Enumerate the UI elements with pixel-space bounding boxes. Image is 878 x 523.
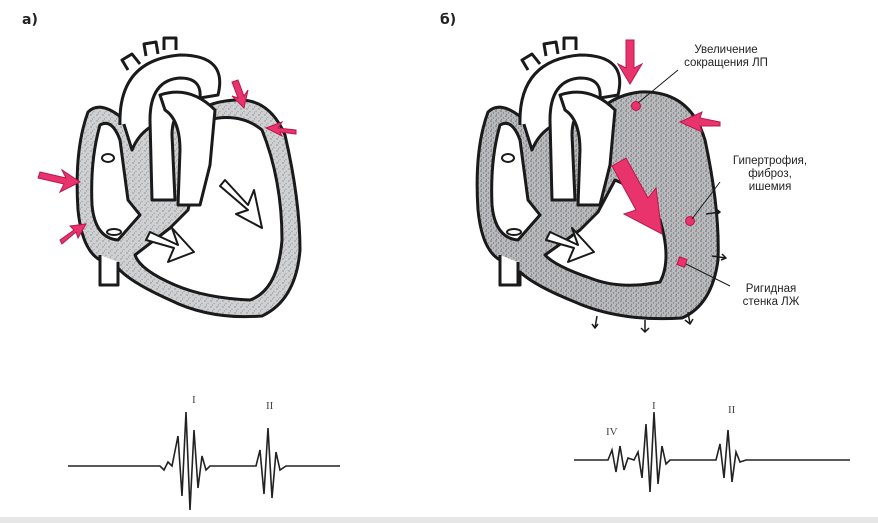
phonocardiogram-b xyxy=(574,412,850,492)
callout-hypertrophy: Гипертрофия, фиброз, ишемия xyxy=(720,155,820,194)
callout-hypertrophy-line3: ишемия xyxy=(720,181,820,194)
sound-label-b-s1: I xyxy=(652,400,656,412)
arrow-a-1 xyxy=(38,170,80,192)
arrow-b-top xyxy=(618,40,642,84)
heart-diastolic xyxy=(477,38,726,332)
sound-label-b-s4: IV xyxy=(606,426,618,438)
heart-normal xyxy=(77,38,300,317)
pcg-a-trace xyxy=(68,412,340,510)
callout-rigid-line2: стенка ЛЖ xyxy=(726,296,816,309)
callout-rigid-wall: Ригидная стенка ЛЖ xyxy=(726,283,816,309)
callout-hypertrophy-line2: фиброз, xyxy=(720,168,820,181)
sound-label-a-s1: I xyxy=(192,394,196,406)
callout-atrial-contraction: Увеличение сокращения ЛП xyxy=(676,44,776,70)
marker-la xyxy=(632,102,641,111)
panel-label-a: а) xyxy=(22,12,38,28)
panel-label-b: б) xyxy=(440,12,456,28)
callout-rigid-line1: Ригидная xyxy=(726,283,816,296)
sound-label-b-s2: II xyxy=(728,404,735,416)
callout-atrial-line1: Увеличение xyxy=(676,44,776,57)
bottom-divider xyxy=(0,517,878,523)
sound-label-a-s2: II xyxy=(266,400,273,412)
phonocardiogram-a xyxy=(68,412,340,510)
callout-hypertrophy-line1: Гипертрофия, xyxy=(720,155,820,168)
pcg-b-trace xyxy=(574,412,850,492)
callout-atrial-line2: сокращения ЛП xyxy=(676,57,776,70)
